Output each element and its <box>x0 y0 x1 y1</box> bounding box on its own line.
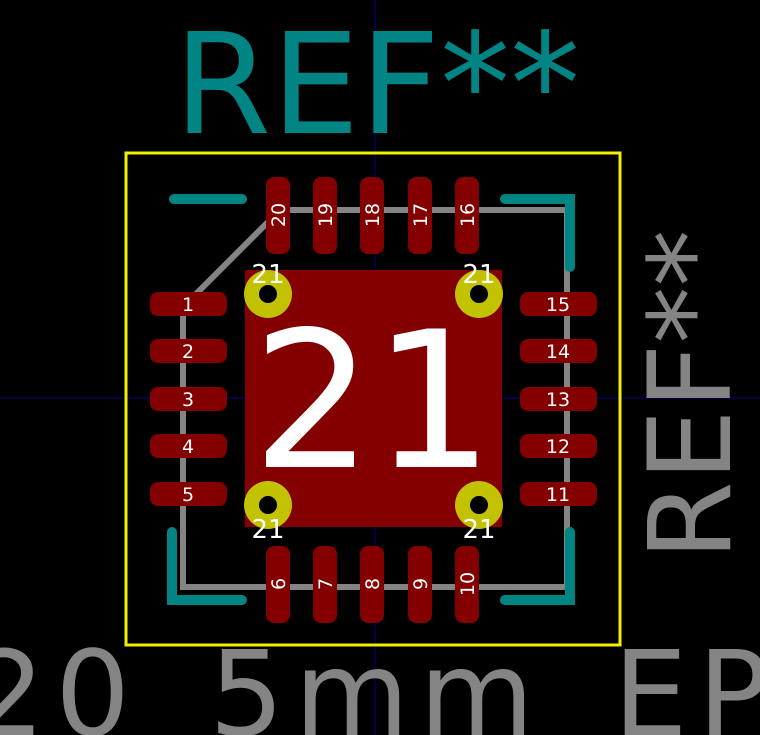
thermal-via[interactable]: 21 <box>455 481 503 545</box>
pad-shape[interactable] <box>150 434 227 458</box>
pad-number: 1 <box>182 294 194 316</box>
pad-number: 10 <box>457 572 479 596</box>
pad-number: 6 <box>268 578 290 590</box>
via-drill-hole <box>259 285 277 303</box>
via-drill-hole <box>470 496 488 514</box>
pad-number: 16 <box>457 203 479 227</box>
pad-1[interactable]: 1 <box>150 292 227 316</box>
pad-12[interactable]: 12 <box>520 434 597 458</box>
pad-number: 7 <box>315 578 337 590</box>
pad-number: 4 <box>182 436 194 458</box>
via-pad-number: 21 <box>462 515 495 545</box>
thermal-via[interactable]: 21 <box>455 260 503 318</box>
pad-number: 11 <box>546 484 570 506</box>
pad-number: 20 <box>268 203 290 227</box>
pad-3[interactable]: 3 <box>150 387 227 411</box>
courtyard-outline <box>124 151 622 647</box>
pad-shape[interactable] <box>360 546 384 623</box>
pad-10[interactable]: 10 <box>455 546 479 623</box>
value-text: 20_5mm_EP <box>0 625 760 735</box>
pad-20[interactable]: 20 <box>266 177 290 254</box>
pad-shape[interactable] <box>520 387 597 411</box>
pad-shape[interactable] <box>408 546 432 623</box>
pad-11[interactable]: 11 <box>520 482 597 506</box>
pad-number: 19 <box>315 203 337 227</box>
pad-shape[interactable] <box>150 339 227 363</box>
pad-9[interactable]: 9 <box>408 546 432 623</box>
thermal-via[interactable]: 21 <box>244 481 292 545</box>
pad-shape[interactable] <box>360 177 384 254</box>
pad-16[interactable]: 16 <box>455 177 479 254</box>
pad-shape[interactable] <box>313 177 337 254</box>
pad-shape[interactable] <box>520 292 597 316</box>
pad-number: 5 <box>182 484 194 506</box>
pad-shape[interactable] <box>520 482 597 506</box>
via-pad-number: 21 <box>251 260 284 290</box>
pad-15[interactable]: 15 <box>520 292 597 316</box>
pad-14[interactable]: 14 <box>520 339 597 363</box>
pad-number: 18 <box>362 203 384 227</box>
pad-5[interactable]: 5 <box>150 482 227 506</box>
pad-shape[interactable] <box>150 482 227 506</box>
pad-shape[interactable] <box>520 434 597 458</box>
pad-shape[interactable] <box>455 546 479 623</box>
pad-shape[interactable] <box>150 387 227 411</box>
pad-19[interactable]: 19 <box>313 177 337 254</box>
pad-number: 9 <box>410 578 432 590</box>
pad-number: 12 <box>546 436 570 458</box>
pad-2[interactable]: 2 <box>150 339 227 363</box>
pad-7[interactable]: 7 <box>313 546 337 623</box>
thermal-via[interactable]: 21 <box>244 260 292 318</box>
pad-shape[interactable] <box>266 177 290 254</box>
pad-8[interactable]: 8 <box>360 546 384 623</box>
via-drill-hole <box>259 496 277 514</box>
pad-shape[interactable] <box>408 177 432 254</box>
pad-number: 2 <box>182 341 194 363</box>
pad-4[interactable]: 4 <box>150 434 227 458</box>
pad-shape[interactable] <box>520 339 597 363</box>
via-drill-hole <box>470 285 488 303</box>
exposed-pad[interactable] <box>245 270 502 527</box>
pad-number: 17 <box>410 203 432 227</box>
pad-number: 3 <box>182 389 194 411</box>
via-pad-number: 21 <box>251 515 284 545</box>
pad-number: 13 <box>546 389 570 411</box>
pad-shape[interactable] <box>266 546 290 623</box>
reference-text: REF** <box>174 4 580 167</box>
pad-number: 8 <box>362 578 384 590</box>
pad-shape[interactable] <box>150 292 227 316</box>
pad-number: 15 <box>546 294 570 316</box>
pad-shape[interactable] <box>455 177 479 254</box>
pad-shape[interactable] <box>313 546 337 623</box>
pad-number: 14 <box>546 341 570 363</box>
via-pad-number: 21 <box>462 260 495 290</box>
pad-13[interactable]: 13 <box>520 387 597 411</box>
pad-6[interactable]: 6 <box>266 546 290 623</box>
pad-17[interactable]: 17 <box>408 177 432 254</box>
pad-18[interactable]: 18 <box>360 177 384 254</box>
silkscreen-outline <box>167 194 575 605</box>
fab-reference-text: REF** <box>624 230 757 561</box>
exposed-pad-number: 21 <box>252 291 494 512</box>
